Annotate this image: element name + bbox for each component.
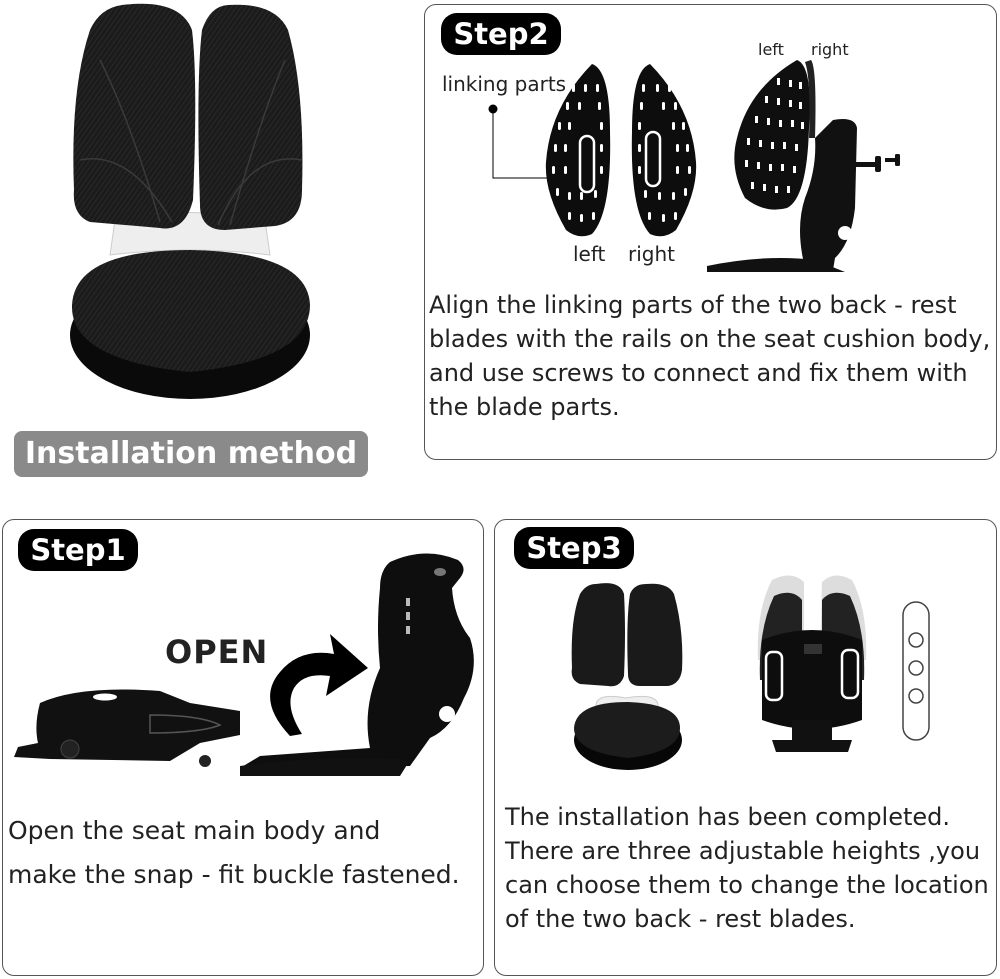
step1-description: Open the seat main body and make the sna… bbox=[8, 816, 460, 889]
completed-back-view-image bbox=[757, 575, 867, 752]
chair-product-image bbox=[60, 0, 330, 410]
linking-parts-label: linking parts bbox=[442, 72, 567, 96]
seat-open-image bbox=[240, 553, 474, 776]
step1-badge: Step1 bbox=[18, 529, 138, 571]
assembly-left-label: left bbox=[758, 40, 784, 59]
step3-badge: Step3 bbox=[514, 527, 634, 569]
step2-badge: Step2 bbox=[441, 13, 561, 55]
step2-description: Align the linking parts of the two back … bbox=[429, 291, 991, 421]
assembly-side-image bbox=[707, 60, 900, 272]
assembly-right-label: right bbox=[811, 40, 849, 59]
right-blade-label: right bbox=[628, 242, 675, 266]
height-holes-icon bbox=[902, 601, 930, 741]
completed-chair-image bbox=[571, 583, 683, 770]
open-label: OPEN bbox=[165, 633, 269, 671]
open-arrow-icon bbox=[270, 634, 368, 736]
step2-panel bbox=[424, 4, 997, 460]
left-blade-image bbox=[545, 64, 611, 237]
left-blade-label: left bbox=[573, 242, 606, 266]
step3-description: The installation has been completed. The… bbox=[505, 803, 989, 933]
installation-method-badge: Installation method bbox=[14, 431, 368, 477]
seat-closed-image bbox=[14, 689, 240, 767]
right-blade-image bbox=[631, 64, 697, 237]
